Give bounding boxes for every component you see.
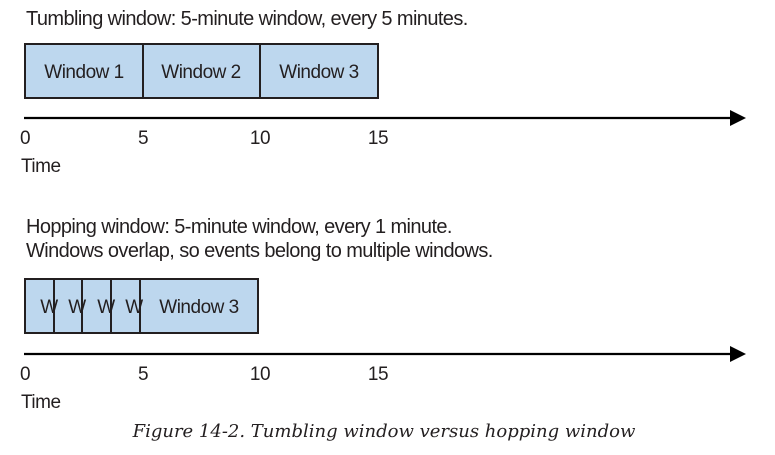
tumbling-window-2: [142, 43, 261, 99]
tumbling-axis-arrowhead: [730, 110, 746, 126]
tumbling-tick-10: 10: [250, 128, 270, 149]
hopping-windows: W W W W Window 3: [24, 278, 259, 334]
hopping-tick-5: 5: [138, 364, 148, 385]
tumbling-axis-label: Time: [21, 156, 61, 177]
tumbling-window-3-label: Window 3: [279, 62, 358, 83]
tumbling-time-axis: 0 5 10 15 Time: [20, 110, 746, 177]
hopping-axis-arrowhead: [730, 346, 746, 362]
tumbling-window-1: [24, 43, 144, 99]
tumbling-window-2-label: Window 2: [161, 62, 240, 83]
hopping-window-c-label: W: [97, 297, 115, 318]
hopping-axis-label: Time: [21, 392, 61, 413]
tumbling-windows: Window 1 Window 2 Window 3: [24, 43, 379, 99]
tumbling-tick-5: 5: [138, 128, 148, 149]
tumbling-window-3: [259, 43, 379, 99]
hopping-window-a-label: W: [40, 297, 58, 318]
hopping-tick-10: 10: [250, 364, 270, 385]
figure-caption: Figure 14-2. Tumbling window versus hopp…: [132, 421, 636, 442]
hopping-tick-0: 0: [20, 364, 30, 385]
hopping-tick-15: 15: [368, 364, 388, 385]
hopping-heading-line-1: Hopping window: 5-minute window, every 1…: [26, 216, 452, 238]
tumbling-window-1-label: Window 1: [44, 62, 123, 83]
tumbling-tick-15: 15: [368, 128, 388, 149]
tumbling-tick-0: 0: [20, 128, 30, 149]
hopping-heading-line-2: Windows overlap, so events belong to mul…: [26, 240, 493, 262]
hopping-window-d-label: W: [125, 297, 143, 318]
hopping-window-frame: [24, 278, 259, 334]
hopping-window-b-label: W: [68, 297, 86, 318]
tumbling-heading: Tumbling window: 5-minute window, every …: [26, 8, 468, 30]
hopping-time-axis: 0 5 10 15 Time: [20, 346, 746, 413]
hopping-window-3-label: Window 3: [159, 297, 238, 318]
